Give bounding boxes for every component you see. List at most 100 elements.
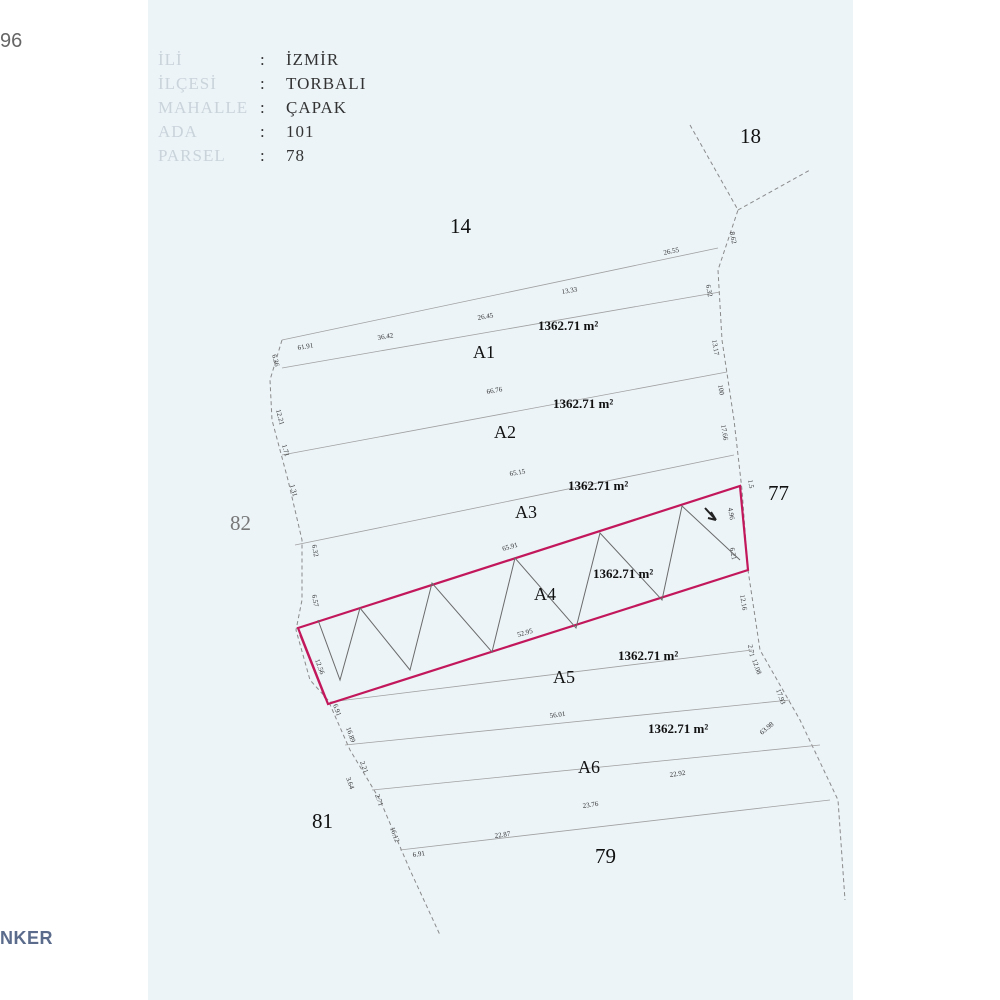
dimension-label: 63.98 <box>758 720 776 737</box>
page-number-fragment: 96 <box>0 30 23 52</box>
parcel-a5-name: A5 <box>553 667 575 687</box>
neighbor-labels: 18 14 77 82 81 79 <box>230 124 789 868</box>
neighbor-77-label: 77 <box>768 481 789 505</box>
division-line <box>399 799 831 851</box>
header-label: ADA <box>158 122 198 141</box>
parcel-a3-area: 1362.71 m² <box>568 478 628 493</box>
neighbor-18-label: 18 <box>740 124 761 148</box>
parcel-a1-name: A1 <box>473 342 495 362</box>
watermark-logo-fragment: NKER <box>0 928 54 948</box>
dimension-label: 1.5 <box>746 479 755 489</box>
dimension-label: 100 <box>716 384 726 396</box>
parcel-a3-name: A3 <box>515 502 537 522</box>
division-line <box>281 291 721 369</box>
header-row-parcel: PARSEL : 78 <box>158 144 366 168</box>
dimension-label: 3.64 <box>344 776 356 791</box>
dimension-label: 13.33 <box>561 285 578 296</box>
neighbor-79-label: 79 <box>595 844 616 868</box>
parcel-a5-area: 1362.71 m² <box>618 648 678 663</box>
outer-boundaries <box>269 124 846 936</box>
dimension-label: 17.66 <box>719 424 730 441</box>
header-colon: : <box>260 98 265 117</box>
dimension-label: 22.87 <box>494 830 511 840</box>
dimension-label: 6.57 <box>310 594 320 608</box>
header-value: 78 <box>286 146 305 165</box>
parcel-a4-hatch <box>317 505 741 682</box>
dimension-label: 26.55 <box>663 246 681 257</box>
neighbor-18-line <box>737 169 811 211</box>
parcel-name-labels: A1 A2 A3 A4 A5 A6 <box>473 342 600 777</box>
parcel-a6-name: A6 <box>578 757 600 777</box>
dimension-label: 23.76 <box>582 800 599 810</box>
dimension-label: 61.91 <box>297 341 314 352</box>
arrow-icon <box>704 507 717 521</box>
dimension-label: 36.42 <box>377 331 394 342</box>
division-line <box>281 247 719 341</box>
left-boundary-line <box>269 339 441 936</box>
dimension-label: 16.12 <box>388 826 401 844</box>
parcel-a4-left-edge <box>299 634 326 699</box>
dimension-label: 6.32 <box>704 284 714 298</box>
highlighted-parcel <box>296 484 750 706</box>
dimension-label: 52.95 <box>516 627 534 639</box>
dimension-label: 8.62 <box>728 231 738 245</box>
parcel-a4-area: 1362.71 m² <box>593 566 653 581</box>
dimension-label: 12.16 <box>738 594 749 611</box>
neighbor-81-label: 81 <box>312 809 333 833</box>
parcel-a4-name: A4 <box>534 584 556 604</box>
header-value: ÇAPAK <box>286 98 348 117</box>
header-label: İLİ <box>158 50 183 69</box>
dimension-label: 17.93 <box>774 688 787 706</box>
header-colon: : <box>260 50 265 69</box>
dimension-label: 66.76 <box>486 385 503 396</box>
dimension-label: 2.71 <box>746 644 756 658</box>
dimension-label: 2.71 <box>373 793 385 808</box>
dimension-label: 12.21 <box>274 408 286 426</box>
header-colon: : <box>260 74 265 93</box>
header-row-block: ADA : 101 <box>158 120 366 144</box>
division-line <box>344 699 791 746</box>
dimension-label: 6.32 <box>310 544 320 558</box>
parcel-a1-area: 1362.71 m² <box>538 318 598 333</box>
dimension-label: 6.21 <box>728 547 738 561</box>
header-value: 101 <box>286 122 315 141</box>
header-label: PARSEL <box>158 146 226 165</box>
neighbor-82-label: 82 <box>230 511 251 535</box>
right-boundary-line <box>689 124 846 901</box>
division-line <box>329 649 753 703</box>
header-value: İZMİR <box>286 50 340 69</box>
dimension-label: 1.71 <box>280 443 291 457</box>
dimension-label: 12.08 <box>750 658 763 676</box>
header-colon: : <box>260 122 265 141</box>
parcel-a2-name: A2 <box>494 422 516 442</box>
dimension-label: 16.89 <box>344 726 357 744</box>
dimension-label: 4.96 <box>726 507 736 521</box>
division-line <box>371 744 821 791</box>
header-row-province: İLİ : İZMİR <box>158 48 366 72</box>
parcel-area-labels: 1362.71 m² 1362.71 m² 1362.71 m² 1362.71… <box>538 318 708 736</box>
dimension-label: 65.91 <box>501 541 519 553</box>
dimension-label: 6.91 <box>412 849 426 859</box>
parcel-a2-area: 1362.71 m² <box>553 396 613 411</box>
dimension-label: 1.31 <box>288 483 299 497</box>
header-value: TORBALI <box>286 74 367 93</box>
header-row-district: İLÇESİ : TORBALI <box>158 72 366 96</box>
dimension-label: 13.17 <box>710 339 721 356</box>
map-header: İLİ : İZMİR İLÇESİ : TORBALI MAHALLE : Ç… <box>158 48 366 168</box>
neighbor-14-label: 14 <box>450 214 472 238</box>
parcel-map-sheet <box>148 0 853 1000</box>
header-label: İLÇESİ <box>158 74 217 93</box>
division-line <box>294 454 735 546</box>
dimension-label: 2.21 <box>358 760 370 775</box>
division-line <box>281 371 728 456</box>
dimension-label: 56.01 <box>549 710 566 720</box>
header-label: MAHALLE <box>158 98 249 117</box>
dimension-label: 6.91 <box>331 703 343 718</box>
header-colon: : <box>260 146 265 165</box>
header-row-neighborhood: MAHALLE : ÇAPAK <box>158 96 366 120</box>
parcel-a6-area: 1362.71 m² <box>648 721 708 736</box>
dimension-label: 22.92 <box>669 769 686 779</box>
dimension-label: 6.26 <box>270 353 281 367</box>
dimension-label: 26.45 <box>477 311 494 322</box>
parcel-division-lines <box>281 247 831 851</box>
